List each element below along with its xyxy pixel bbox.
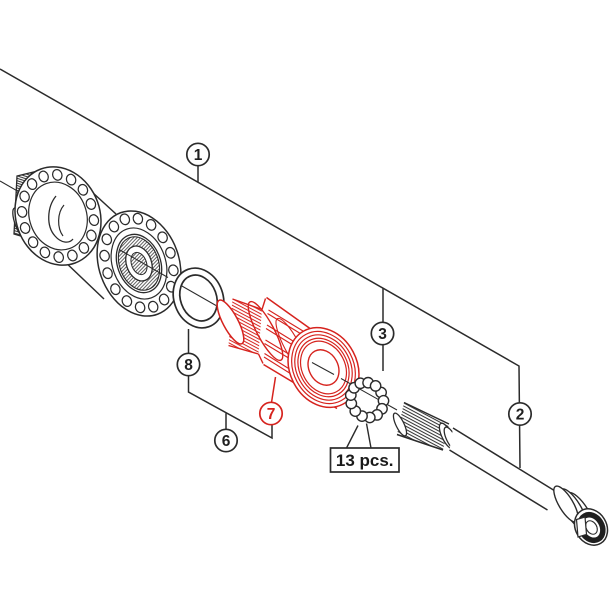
callout-1: 1 <box>185 142 211 167</box>
callout-1-number: 1 <box>194 147 203 164</box>
callout-3-circle <box>370 321 395 346</box>
barrel-cutaway-outline <box>48 195 74 243</box>
quantity-box <box>329 447 400 473</box>
axle-thread-bottom-edge <box>396 433 444 451</box>
quantity-label: 13 pcs. <box>336 451 394 470</box>
freehub-step-bottom <box>257 353 264 364</box>
callouts: 1 2 3 6 7 8 <box>176 142 533 453</box>
callout-2-number: 2 <box>516 407 525 424</box>
leader-stem-7 <box>270 376 277 403</box>
callout-8-number: 8 <box>184 357 193 374</box>
callout-3: 3 <box>370 321 395 346</box>
axle-shaft-fill <box>449 428 558 510</box>
freehub-boss-face <box>216 299 245 345</box>
callout-6-number: 6 <box>222 433 231 450</box>
callout-2: 2 <box>507 401 533 427</box>
callout-7-circle <box>258 401 284 426</box>
callout-2-circle <box>507 401 533 427</box>
right-flange-inner-ring <box>110 227 168 300</box>
hub-barrel-bottom-edge <box>61 258 105 300</box>
bearing-balls <box>344 376 390 424</box>
freehub-boss-top-edge <box>232 298 263 311</box>
left-flange <box>14 166 102 266</box>
callout-3-number: 3 <box>378 326 387 343</box>
callout-8: 8 <box>176 352 201 377</box>
quantity-pointer-right <box>365 423 372 449</box>
axle-end-cap <box>553 485 609 546</box>
quantity-pointer-left <box>345 425 359 449</box>
leader-part1-part2 <box>0 68 521 469</box>
callout-7-number: 7 <box>267 406 276 423</box>
left-flange-inner-ring <box>28 181 88 251</box>
axis-segment-bore <box>118 249 169 278</box>
axle-end-notch <box>575 516 588 538</box>
axle-shaft-top-edge <box>452 427 558 494</box>
axle-end-hole <box>585 520 598 535</box>
axle-shaft-bottom-edge <box>449 449 548 511</box>
callout-6-circle <box>213 428 239 453</box>
callout-6: 6 <box>213 428 239 453</box>
bearing-balls-part: 13 pcs. <box>329 376 400 473</box>
barrel-cutaway-inner <box>58 204 65 237</box>
freehub-end-rings <box>287 326 360 409</box>
callout-1-circle <box>185 142 211 167</box>
axis-segment-seal <box>180 285 217 306</box>
axle-thread-top-edge <box>403 401 450 425</box>
axle-part <box>392 401 609 546</box>
right-flange-spoke-holes <box>99 212 179 314</box>
freehub-body-left-rim <box>247 300 284 362</box>
bore-opening-inner <box>130 251 148 276</box>
freehub-body-part <box>216 296 360 410</box>
seal-ring-part <box>172 267 225 329</box>
right-flange <box>96 210 182 317</box>
axle-tip-face <box>392 412 408 437</box>
hub-shell-part <box>12 166 182 317</box>
callout-8-circle <box>176 352 201 377</box>
freehub-body-top-edge <box>266 296 311 330</box>
seal-ring-inner <box>178 274 219 322</box>
freehub-step-top <box>261 298 267 310</box>
left-flange-spoke-holes <box>16 168 100 264</box>
freehub-boss-bottom-edge <box>228 344 259 355</box>
axis-segment-freehub-bore <box>311 362 335 375</box>
callout-7-highlighted: 7 <box>258 401 284 426</box>
